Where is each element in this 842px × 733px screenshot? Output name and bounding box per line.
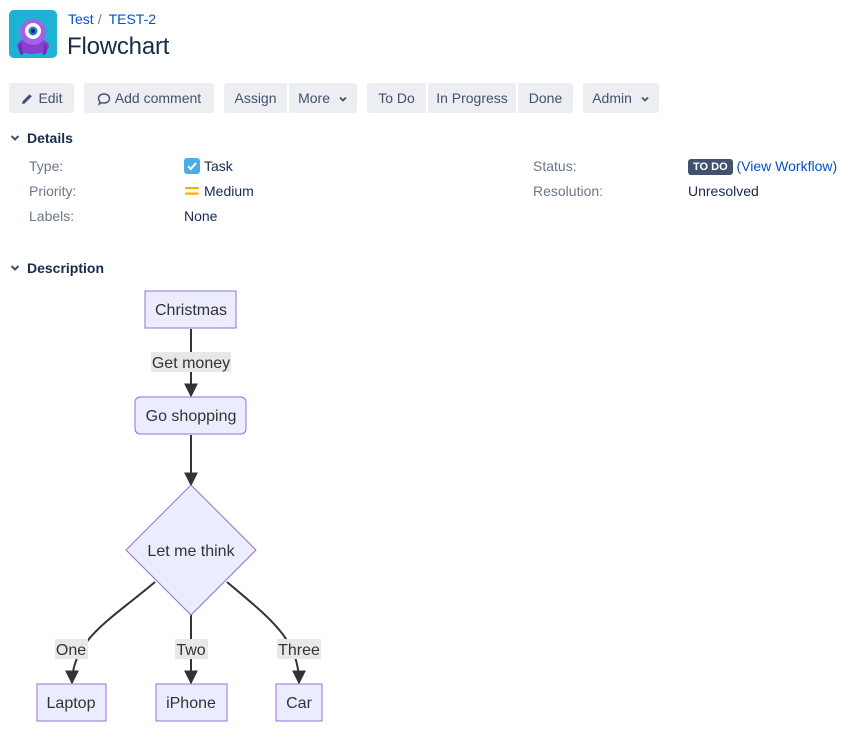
node-car: Car bbox=[286, 695, 312, 712]
status-badge: TO DO bbox=[688, 159, 733, 175]
breadcrumb-issue-key[interactable]: TEST-2 bbox=[108, 11, 157, 27]
project-avatar-icon bbox=[9, 10, 57, 58]
edge-label-three: Three bbox=[278, 642, 320, 659]
task-checkbox-icon bbox=[184, 158, 200, 174]
node-go-shopping-box bbox=[134, 396, 247, 435]
edit-button[interactable]: Edit bbox=[9, 83, 74, 113]
node-christmas-box bbox=[144, 290, 237, 329]
breadcrumb-separator: / bbox=[97, 11, 102, 27]
node-car-box bbox=[275, 683, 323, 722]
done-label: Done bbox=[528, 90, 563, 106]
priority-label: Priority: bbox=[29, 183, 77, 199]
chevron-down-icon bbox=[339, 97, 347, 103]
more-label: More bbox=[298, 90, 330, 106]
breadcrumb: Test/ TEST-2 bbox=[68, 11, 156, 27]
add-comment-button[interactable]: Add comment bbox=[84, 83, 214, 113]
edge-label-one: One bbox=[56, 642, 86, 659]
to-do-transition-button[interactable]: To Do bbox=[367, 83, 426, 113]
labels-value: None bbox=[184, 208, 218, 224]
status-label: Status: bbox=[533, 158, 577, 174]
pencil-icon bbox=[22, 94, 33, 105]
comment-bubble-icon bbox=[97, 93, 111, 106]
edge-label-bg bbox=[55, 639, 88, 659]
node-iphone: iPhone bbox=[166, 695, 216, 712]
node-iphone-box bbox=[155, 683, 228, 722]
details-heading: Details bbox=[27, 130, 73, 146]
node-decision-diamond bbox=[125, 484, 257, 616]
edit-button-label: Edit bbox=[38, 90, 63, 106]
edge-label-bg bbox=[175, 639, 208, 659]
resolution-value: Unresolved bbox=[688, 183, 759, 199]
type-value-text: Task bbox=[204, 158, 233, 174]
admin-button[interactable]: Admin bbox=[583, 83, 659, 113]
edge-decision-to-car bbox=[226, 581, 306, 685]
chevron-down-icon bbox=[641, 97, 649, 103]
node-decision: Let me think bbox=[147, 543, 235, 560]
edge-label-get-money: Get money bbox=[152, 355, 230, 372]
description-section-toggle[interactable]: Description bbox=[9, 260, 104, 277]
node-christmas: Christmas bbox=[155, 302, 227, 319]
in-progress-label: In Progress bbox=[436, 90, 508, 106]
done-transition-button[interactable]: Done bbox=[518, 83, 573, 113]
add-comment-label: Add comment bbox=[114, 90, 202, 106]
edge-label-bg bbox=[151, 352, 231, 372]
edge-decision-to-laptop bbox=[65, 581, 156, 685]
labels-label: Labels: bbox=[29, 208, 75, 224]
page-title: Flowchart bbox=[67, 33, 170, 60]
node-laptop: Laptop bbox=[47, 695, 96, 712]
assign-button[interactable]: Assign bbox=[224, 83, 287, 113]
edge-label-bg bbox=[277, 639, 321, 659]
status-value: TO DO (View Workflow) bbox=[688, 158, 837, 175]
flow-edges bbox=[65, 329, 306, 685]
type-label: Type: bbox=[29, 158, 64, 174]
node-laptop-box bbox=[36, 683, 107, 722]
description-heading: Description bbox=[27, 260, 105, 276]
project-avatar[interactable] bbox=[9, 10, 57, 58]
assign-label: Assign bbox=[234, 90, 277, 106]
priority-medium-icon bbox=[185, 187, 199, 195]
breadcrumb-project[interactable]: Test bbox=[68, 11, 94, 27]
chevron-down-icon bbox=[9, 131, 23, 147]
chevron-down-icon bbox=[9, 261, 23, 277]
view-workflow-link[interactable]: View Workflow bbox=[741, 158, 833, 174]
resolution-label: Resolution: bbox=[533, 183, 604, 199]
priority-value-text: Medium bbox=[204, 183, 254, 199]
edge-label-two: Two bbox=[176, 642, 205, 659]
admin-label: Admin bbox=[592, 90, 632, 106]
in-progress-transition-button[interactable]: In Progress bbox=[428, 83, 516, 113]
node-go-shopping: Go shopping bbox=[146, 408, 237, 425]
details-section-toggle[interactable]: Details bbox=[9, 130, 73, 147]
priority-value: Medium bbox=[184, 183, 254, 199]
more-button[interactable]: More bbox=[289, 83, 357, 113]
to-do-label: To Do bbox=[378, 90, 415, 106]
type-value: Task bbox=[184, 158, 233, 174]
